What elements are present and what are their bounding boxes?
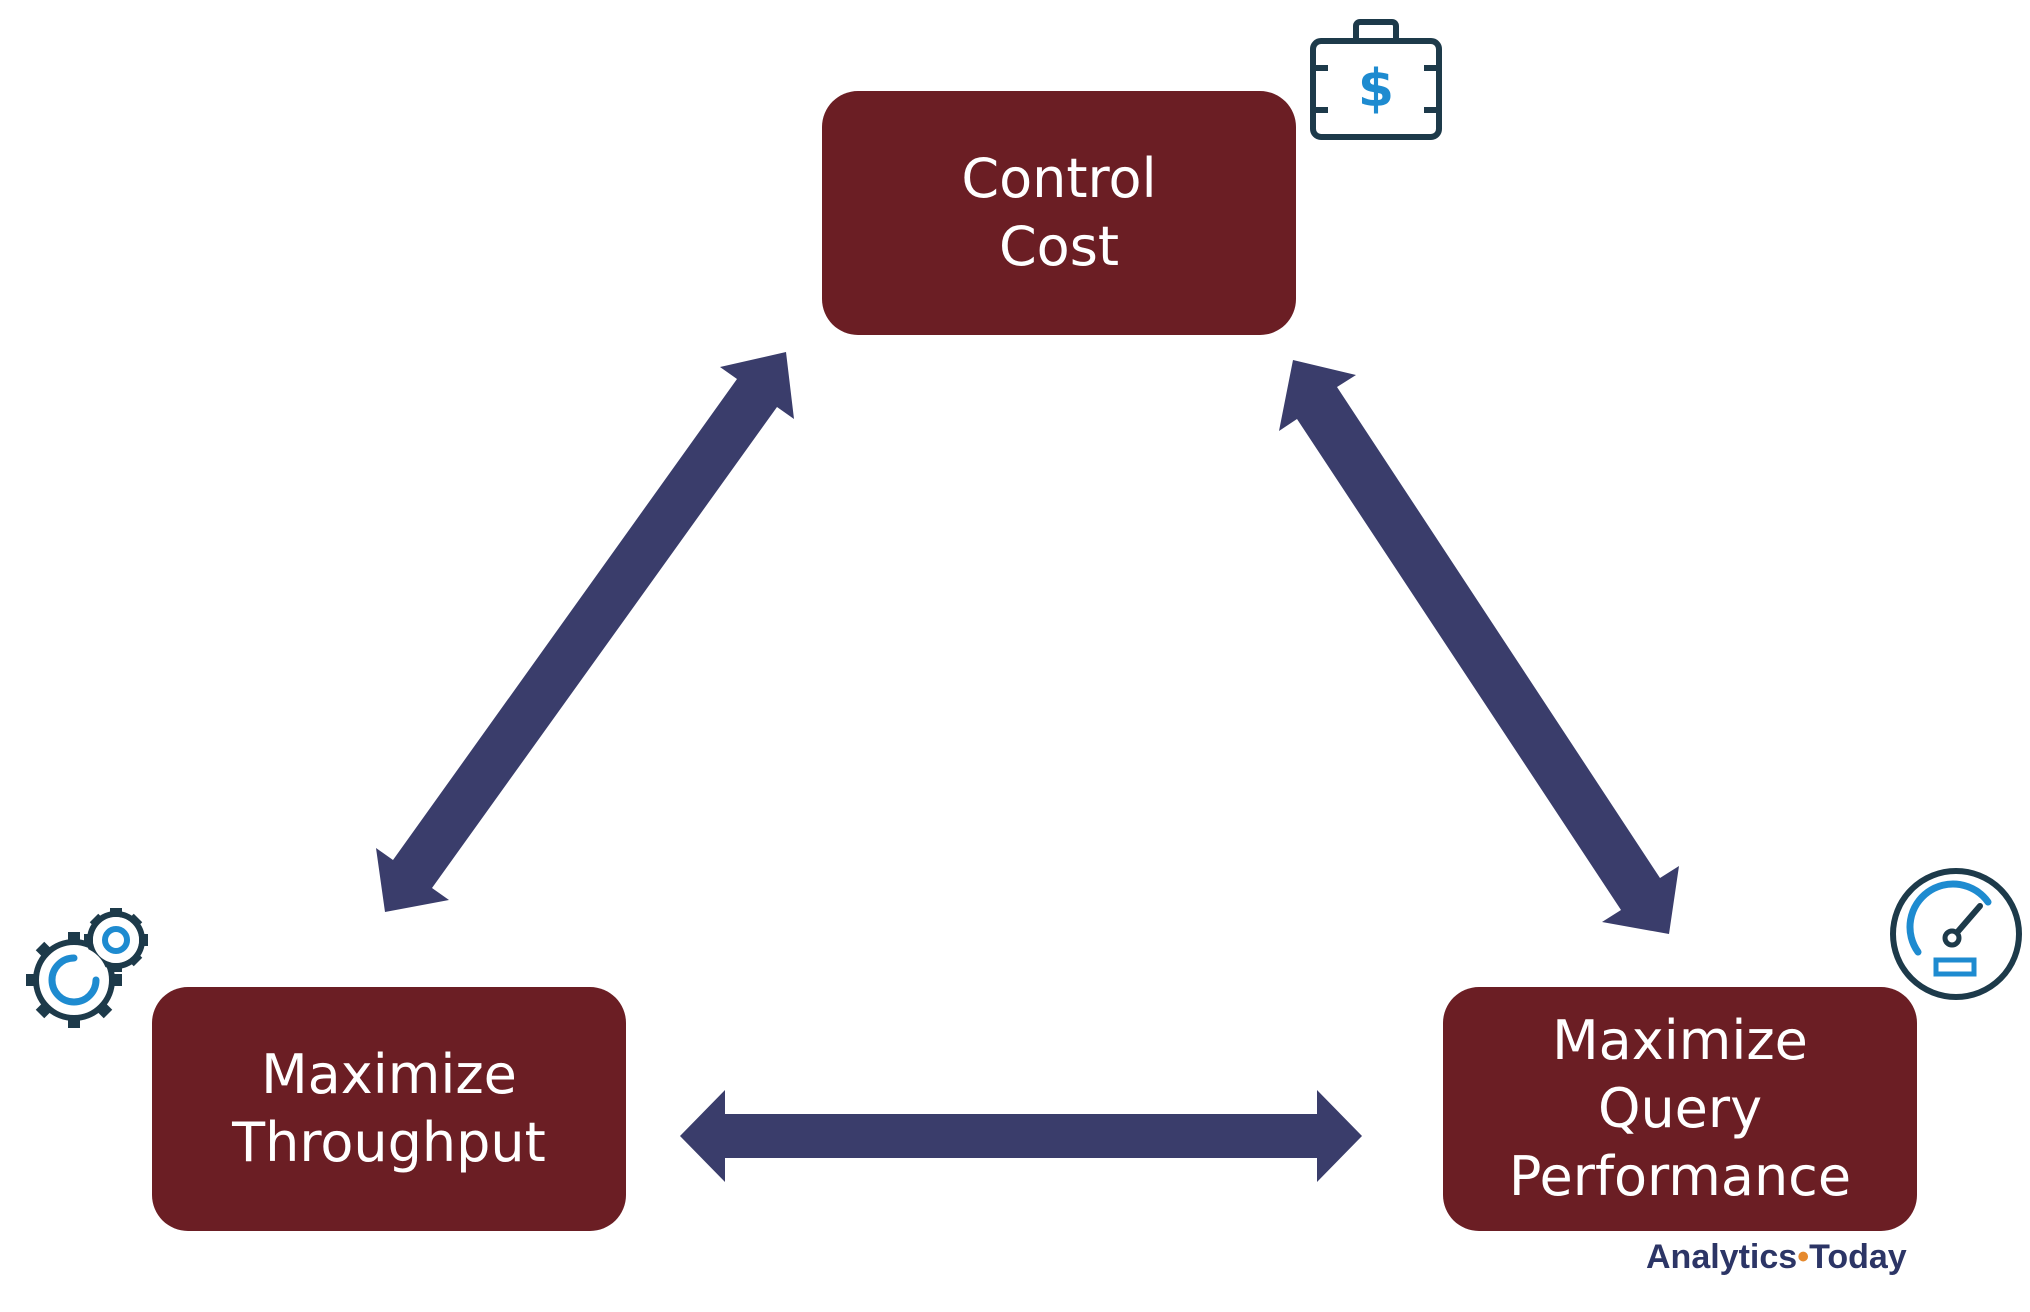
brand-text: Today — [1809, 1238, 1907, 1276]
svg-text:$: $ — [1358, 59, 1394, 119]
brand-dot: • — [1797, 1238, 1810, 1276]
arrow-cost-performance — [1279, 360, 1679, 934]
node-label-line: Maximize — [1552, 1009, 1808, 1072]
gauge-icon — [1890, 868, 2022, 1000]
node-label-line: Cost — [998, 215, 1120, 278]
brand-logo: Analytics•Today — [1646, 1238, 1907, 1277]
brand-text: Analytics — [1646, 1238, 1798, 1276]
node-label-line: Performance — [1508, 1145, 1852, 1208]
arrow-throughput-performance — [680, 1090, 1362, 1182]
node-label-line: Throughput — [232, 1111, 546, 1174]
arrow-cost-throughput — [376, 352, 794, 912]
node-label-line: Maximize — [261, 1043, 517, 1106]
briefcase-dollar-icon: $ — [1310, 19, 1442, 140]
node-maximize-throughput: Maximize Throughput — [152, 987, 626, 1231]
node-label-line: Query — [1597, 1077, 1763, 1140]
node-maximize-query-performance: Maximize Query Performance — [1443, 987, 1917, 1231]
node-control-cost: Control Cost — [822, 91, 1296, 335]
gears-icon — [26, 908, 148, 1028]
node-label-line: Control — [961, 147, 1157, 210]
